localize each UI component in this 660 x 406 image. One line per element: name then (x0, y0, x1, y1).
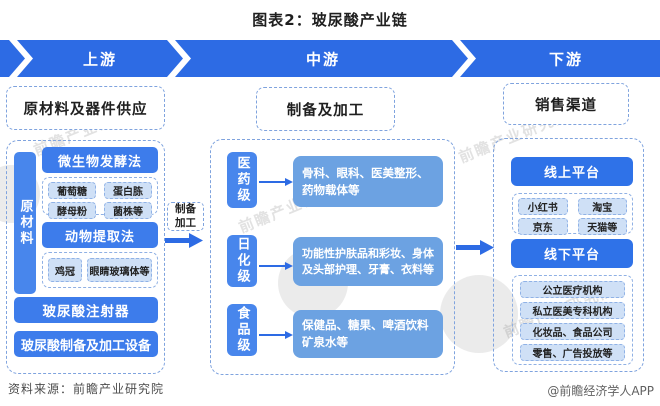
offline-platform-box: 线下平台 (511, 239, 633, 268)
downstream-container (493, 138, 644, 372)
item-private-aesthetic: 私立医美专科机构 (520, 302, 625, 319)
method-animal-extraction-label: 动物提取法 (64, 229, 135, 245)
pharma-applications-box: 骨科、眼科、医美整形、药物载体等 (293, 156, 443, 207)
flow-banner: 上游 中游 下游 (0, 40, 660, 77)
daily-chemical-applications-box: 功能性护肤品和彩妆、身体及头部护理、牙膏、衣料等 (293, 237, 443, 286)
grade-daily-chemical-box: 日化级 (227, 235, 257, 287)
upstream-header-label: 原材料及器件供应 (23, 101, 148, 118)
method-animal-extraction-box: 动物提取法 (42, 222, 158, 248)
method-fermentation-label: 微生物发酵法 (57, 154, 142, 170)
item-retail-ads: 零售、广告投放等 (520, 344, 625, 361)
prep-processing-connector-box: 制备 加工 (167, 202, 204, 231)
item-glucose: 葡萄糖 (48, 182, 96, 199)
midstream-to-downstream-arrow (456, 240, 494, 259)
animal-extraction-items-group: 鸡冠 眼睛玻璃体等 (42, 252, 158, 288)
item-cockscomb: 鸡冠 (48, 258, 82, 282)
source-note: 资料来源：前瞻产业研究院 (8, 382, 165, 396)
banner-upstream-label: 上游 (82, 50, 118, 68)
daily-chemical-applications-text: 功能性护肤品和彩妆、身体及头部护理、牙膏、衣料等 (302, 247, 434, 276)
daily-chemical-arrow (259, 256, 293, 275)
equipment-injector-label: 玻尿酸注射器 (42, 304, 130, 320)
item-jd: 京东 (518, 218, 568, 235)
pharma-applications-text: 骨科、眼科、医美整形、药物载体等 (302, 165, 429, 197)
method-fermentation-box: 微生物发酵法 (42, 147, 158, 173)
item-yeast-powder: 酵母粉 (48, 202, 96, 219)
downstream-header-box: 销售渠道 (503, 83, 629, 125)
connector-line2: 加工 (175, 216, 196, 229)
item-public-medical: 公立医疗机构 (520, 281, 625, 298)
item-strains: 菌株等 (104, 202, 152, 219)
upstream-header-box: 原材料及器件供应 (6, 86, 165, 130)
online-items-group: 小红书 淘宝 京东 天猫等 (512, 193, 633, 235)
upstream-container (6, 140, 165, 374)
raw-material-label: 原材料 (17, 199, 33, 247)
equipment-injector-box: 玻尿酸注射器 (14, 297, 158, 323)
online-platform-label: 线上平台 (543, 166, 600, 181)
grade-pharma-box: 医药级 (227, 152, 257, 208)
item-cosmetics-food-co: 化妆品、食品公司 (520, 323, 625, 340)
midstream-header-label: 制备及加工 (286, 102, 365, 119)
upstream-to-midstream-arrow (165, 233, 203, 252)
item-tmall: 天猫等 (577, 218, 627, 235)
grade-food-box: 食品级 (227, 304, 257, 356)
downstream-header-label: 销售渠道 (535, 97, 597, 114)
connector-line1: 制备 (175, 203, 196, 216)
grade-food-label: 食品级 (234, 306, 250, 354)
brand-watermark: @前瞻经济学人APP (547, 384, 654, 398)
fermentation-items-group: 葡萄糖 蛋白胨 酵母粉 菌株等 (42, 177, 158, 219)
food-applications-box: 保健品、糖果、啤酒饮料矿泉水等 (293, 310, 443, 358)
grade-daily-chemical-label: 日化级 (234, 237, 250, 285)
equipment-processing-box: 玻尿酸制备及加工设备 (14, 331, 158, 357)
chart-title: 图表2：玻尿酸产业链 (252, 11, 408, 29)
item-xiaohongshu: 小红书 (518, 198, 568, 215)
offline-items-group: 公立医疗机构 私立医美专科机构 化妆品、食品公司 零售、广告投放等 (512, 275, 633, 365)
item-peptone: 蛋白胨 (104, 182, 152, 199)
item-taobao: 淘宝 (577, 198, 627, 215)
midstream-container (210, 139, 455, 375)
pharma-arrow (259, 172, 293, 191)
banner-midstream-label: 中游 (305, 50, 341, 68)
banner-arrows-graphic (0, 40, 660, 77)
online-platform-box: 线上平台 (511, 157, 633, 186)
offline-platform-label: 线下平台 (543, 248, 600, 263)
food-arrow (259, 325, 293, 344)
equipment-processing-label: 玻尿酸制备及加工设备 (20, 338, 151, 354)
item-eye-vitreous: 眼睛玻璃体等 (87, 258, 152, 282)
midstream-header-box: 制备及加工 (256, 87, 395, 131)
grade-pharma-label: 医药级 (234, 156, 250, 204)
raw-material-label-box: 原材料 (14, 152, 36, 294)
banner-downstream-label: 下游 (548, 50, 584, 68)
food-applications-text: 保健品、糖果、啤酒饮料矿泉水等 (302, 318, 429, 349)
